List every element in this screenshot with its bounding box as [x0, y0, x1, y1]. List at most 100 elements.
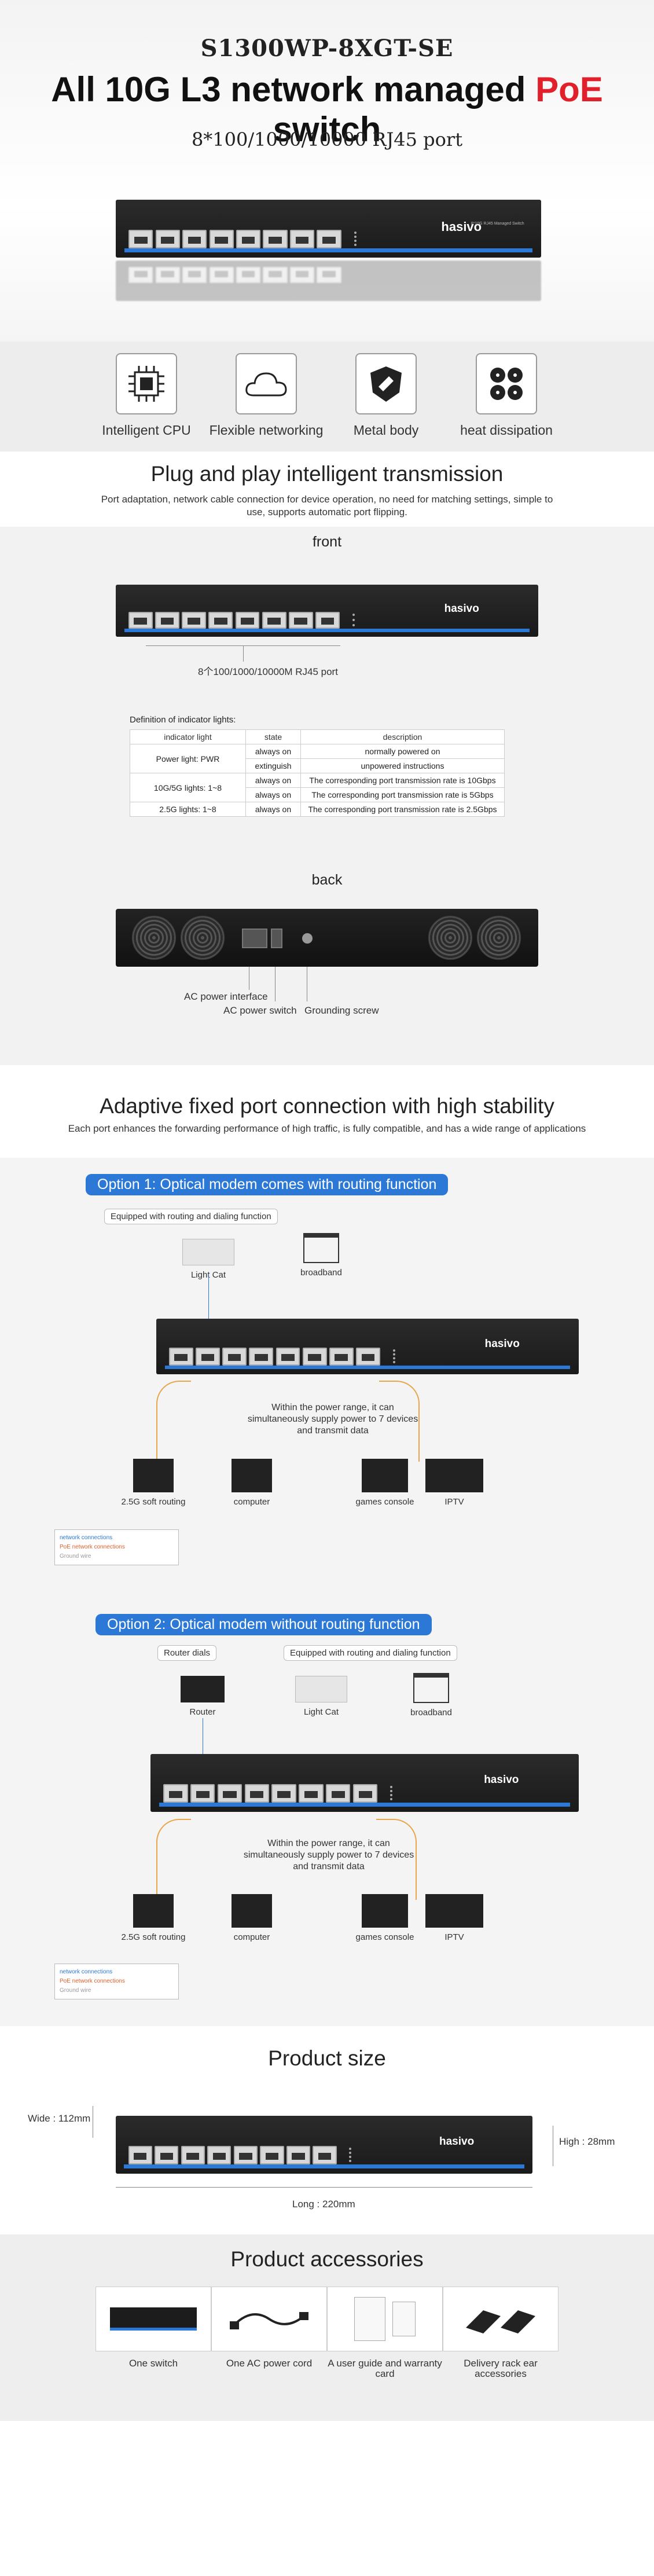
accessory-user-guide: A user guide and warranty card [327, 2287, 443, 2379]
front-label: front [312, 534, 342, 550]
feature-label: Intelligent CPU [102, 423, 191, 438]
ac-power-switch [271, 929, 282, 948]
tv-icon [425, 1459, 483, 1492]
switch-image: hasivo [150, 1754, 579, 1812]
routing-tag: Equipped with routing and dialing functi… [284, 1645, 457, 1661]
light-cat-icon [295, 1676, 347, 1702]
product-size-section: Product size hasivo Wide : 112mm High : … [0, 2026, 654, 2234]
console-device: games console [347, 1459, 422, 1507]
size-title: Product size [268, 2046, 386, 2070]
plug-title: Plug and play intelligent transmission [150, 462, 504, 486]
front-back-section: front hasivo 8个100/1000/10000M RJ45 port… [0, 527, 654, 1065]
feature-metal: Metal body [325, 353, 447, 438]
indicator-title: Definition of indicator lights: [130, 715, 236, 725]
features-section: Intelligent CPU Flexible networking Meta… [0, 342, 654, 452]
console-device: games console [347, 1894, 422, 1942]
light-cat-icon [182, 1239, 234, 1265]
router-device: Router [168, 1676, 237, 1717]
back-label: back [311, 872, 343, 888]
cloud-icon [236, 353, 297, 414]
ac-switch-label: AC power switch [223, 1005, 297, 1016]
accessory-power-cord: One AC power cord [211, 2287, 327, 2369]
plug-play-section: Plug and play intelligent transmission P… [0, 452, 654, 527]
switch-image: hasivo [156, 1319, 579, 1374]
wide-dimension: Wide : 112mm [28, 2113, 91, 2124]
ac-power-interface [242, 929, 267, 948]
adaptive-description: Each port enhances the forwarding perfor… [68, 1123, 586, 1134]
broadband-icon [303, 1233, 339, 1263]
router-icon [181, 1676, 225, 1702]
cpu-icon [116, 353, 177, 414]
option1-title: Option 1: Optical modem comes with routi… [86, 1174, 449, 1195]
soft-routing-device: 2.5G soft routing [116, 1894, 191, 1942]
accessories-section: Product accessories One switch One AC po… [0, 2234, 654, 2421]
computer-device: computer [214, 1894, 289, 1942]
headline-part-a: All 10G L3 network managed [51, 70, 536, 109]
option2-title: Option 2: Optical modem without routing … [95, 1614, 432, 1635]
headline: All 10G L3 network managed PoE switch [0, 69, 654, 149]
feature-networking: Flexible networking [205, 353, 327, 438]
adaptive-section: Adaptive fixed port connection with high… [0, 1065, 654, 1158]
feature-cpu: Intelligent CPU [86, 353, 207, 438]
footer-blank [0, 2421, 654, 2564]
switch-thumbnail [110, 2307, 197, 2331]
model-title: S1300WP-8XGT-SE [200, 35, 454, 62]
switch-size-image: hasivo [116, 2116, 532, 2174]
table-row: 2.5G lights: 1~8 always on The correspon… [130, 802, 505, 817]
switch-back-image [116, 909, 538, 967]
router-dials-tag: Router dials [157, 1645, 217, 1661]
ac-interface-label: AC power interface [184, 991, 268, 1002]
port-subtitle: 8*100/1000/10000 RJ45 port [191, 129, 463, 151]
feature-label: Flexible networking [209, 423, 324, 438]
broadband-icon [413, 1673, 449, 1703]
metal-body-icon [355, 353, 417, 414]
long-dimension: Long : 220mm [292, 2199, 355, 2210]
grounding-label: Grounding screw [304, 1005, 379, 1016]
console-icon [362, 1459, 408, 1492]
table-header-row: indicator light state description [130, 729, 505, 744]
plug-description: Port adaptation, network cable connectio… [101, 494, 553, 518]
fan-icon [476, 353, 537, 414]
switch-front-detail: hasivo [116, 585, 538, 637]
soft-routing-device: 2.5G soft routing [116, 1459, 191, 1507]
power-note: Within the power range, it can simultane… [247, 1403, 418, 1436]
router-icon [133, 1459, 174, 1492]
option2-section: Option 2: Optical modem without routing … [0, 1598, 654, 2026]
option1-section: Option 1: Optical modem comes with routi… [0, 1158, 654, 1598]
brand-logo: hasivo [444, 602, 479, 615]
power-note: Within the power range, it can simultane… [243, 1839, 414, 1872]
iptv-device: IPTV [417, 1894, 492, 1942]
switch-reflection [116, 260, 541, 301]
adaptive-title: Adaptive fixed port connection with high… [100, 1094, 554, 1118]
legend: network connections PoE network connecti… [54, 1964, 179, 1999]
computer-icon [232, 1459, 272, 1492]
headline-poe: PoE [535, 70, 603, 109]
high-dimension: High : 28mm [559, 2136, 615, 2147]
iptv-device: IPTV [417, 1459, 492, 1507]
table-row: Power light: PWR always on normally powe… [130, 744, 505, 773]
computer-icon [232, 1894, 272, 1928]
accessory-rack-ears: Delivery rack ear accessories [443, 2287, 559, 2379]
brand-logo: hasivo [484, 1774, 519, 1786]
port-annotation: 8个100/1000/10000M RJ45 port [198, 666, 338, 677]
headline-part-b: switch [273, 110, 381, 149]
legend: network connections PoE network connecti… [54, 1529, 179, 1565]
table-row: 10G/5G lights: 1~8 always on The corresp… [130, 773, 505, 802]
feature-label: Metal body [353, 423, 419, 438]
broadband-device: broadband [289, 1233, 353, 1278]
feature-heat: heat dissipation [446, 353, 567, 438]
accessories-title: Product accessories [230, 2247, 424, 2271]
console-icon [362, 1894, 408, 1928]
indicator-table: indicator light state description Power … [130, 729, 505, 817]
feature-label: heat dissipation [460, 423, 553, 438]
rack-ear-icon [466, 2310, 535, 2333]
router-icon [133, 1894, 174, 1928]
light-cat-device: Light Cat [174, 1239, 243, 1280]
brand-logo: hasivo [441, 219, 482, 234]
brand-logo: hasivo [439, 2135, 475, 2148]
accessory-switch: One switch [95, 2287, 211, 2369]
warranty-card-icon [392, 2302, 416, 2336]
grounding-screw [302, 933, 313, 944]
routing-tag: Equipped with routing and dialing functi… [104, 1209, 278, 1224]
power-cord-icon [230, 2312, 308, 2329]
